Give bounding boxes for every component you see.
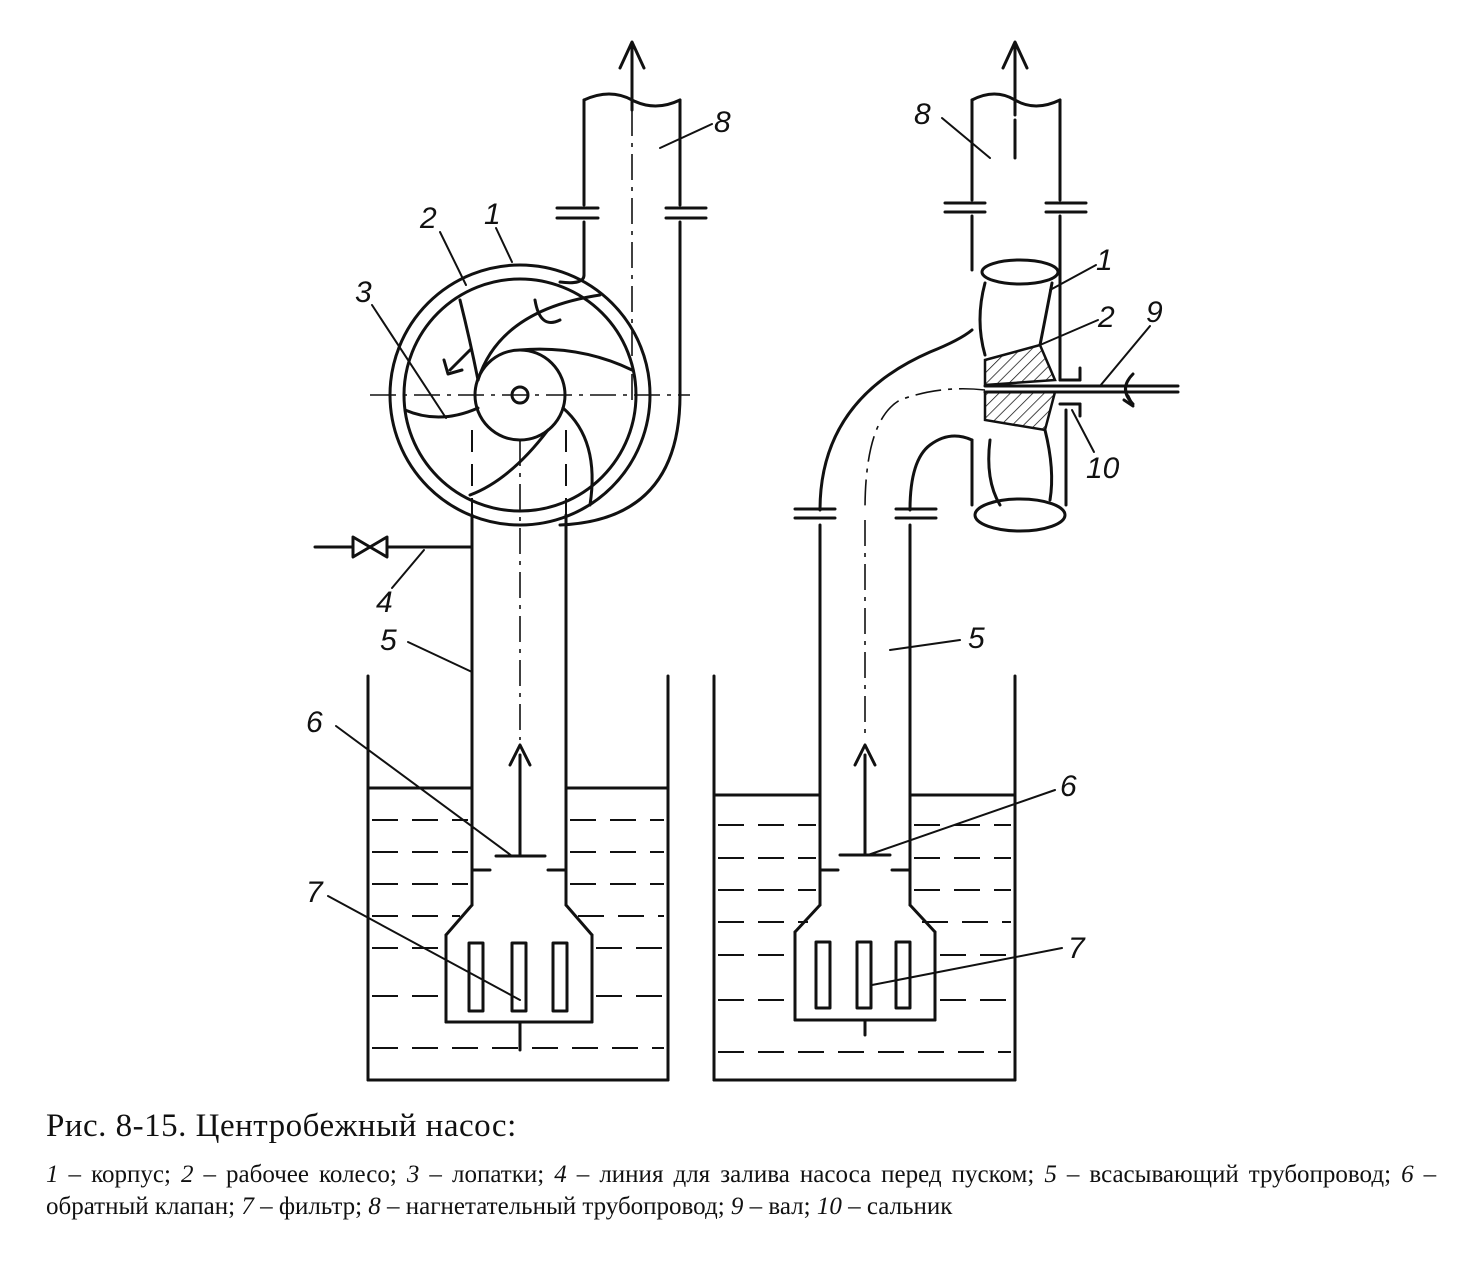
legend-item-1: 1 – корпус; (46, 1161, 171, 1188)
legend-item-10: 10 – сальник (816, 1193, 953, 1220)
figure-caption: Рис. 8-15. Центробежный насос: 1 – корпу… (46, 1108, 1436, 1223)
left-check-valve (470, 854, 568, 872)
legend-item-7: 7 – фильтр; (241, 1193, 363, 1220)
left-suction-pipe (470, 430, 568, 872)
label-7-left: 7 (306, 876, 324, 909)
label-5-right: 5 (968, 622, 985, 655)
right-shaft (983, 372, 1180, 408)
right-labels: 8 1 2 9 10 5 6 7 (867, 98, 1163, 986)
label-9-right: 9 (1146, 296, 1163, 329)
label-10-right: 10 (1086, 452, 1120, 485)
label-5-left: 5 (380, 624, 397, 657)
left-impeller (403, 293, 634, 507)
left-discharge-pipe (555, 40, 708, 400)
label-8-right: 8 (914, 98, 931, 131)
label-6-right: 6 (1060, 770, 1077, 803)
legend-item-8: 8 – нагнетательный трубопровод; (368, 1193, 725, 1220)
left-labels: 8 2 1 3 4 5 6 7 (306, 106, 731, 1001)
legend-item-2: 2 – рабочее колесо; (180, 1161, 397, 1188)
label-4-left: 4 (376, 586, 393, 619)
left-casing (370, 263, 690, 527)
right-filter (793, 868, 937, 1037)
label-6-left: 6 (306, 706, 323, 739)
right-discharge-pipe (943, 40, 1088, 382)
legend-item-6: 6 – обратный клапан; (46, 1161, 1437, 1220)
label-2-left: 2 (419, 202, 437, 235)
right-suction-pipe (793, 328, 986, 872)
right-casing (970, 258, 1082, 533)
left-view: 8 2 1 3 4 5 6 7 (306, 40, 731, 1082)
legend-item-9: 9 – вал; (730, 1193, 811, 1220)
figure-legend: 1 – корпус; 2 – рабочее колесо; 3 – лопа… (46, 1159, 1436, 1223)
left-filter (444, 868, 594, 1052)
right-view: 8 1 2 9 10 5 6 7 (712, 40, 1180, 1082)
figure-title: Рис. 8-15. Центробежный насос: (46, 1108, 517, 1144)
label-1-right: 1 (1096, 244, 1113, 277)
legend-item-5: 5 – всасывающий трубопровод; (1044, 1161, 1392, 1188)
legend-item-3: 3 – лопатки; (406, 1161, 545, 1188)
label-8-left: 8 (714, 106, 731, 139)
right-tank (712, 674, 1017, 1082)
left-tank (366, 674, 670, 1082)
label-7-right: 7 (1068, 932, 1086, 965)
left-priming-line (313, 535, 474, 559)
label-2-right: 2 (1097, 301, 1115, 334)
label-1-left: 1 (484, 198, 501, 231)
label-3-left: 3 (355, 276, 372, 309)
pump-diagram: 8 2 1 3 4 5 6 7 (306, 40, 1180, 1082)
legend-item-4: 4 – линия для залива насоса перед пуском… (554, 1161, 1035, 1188)
right-check-valve (818, 853, 912, 872)
